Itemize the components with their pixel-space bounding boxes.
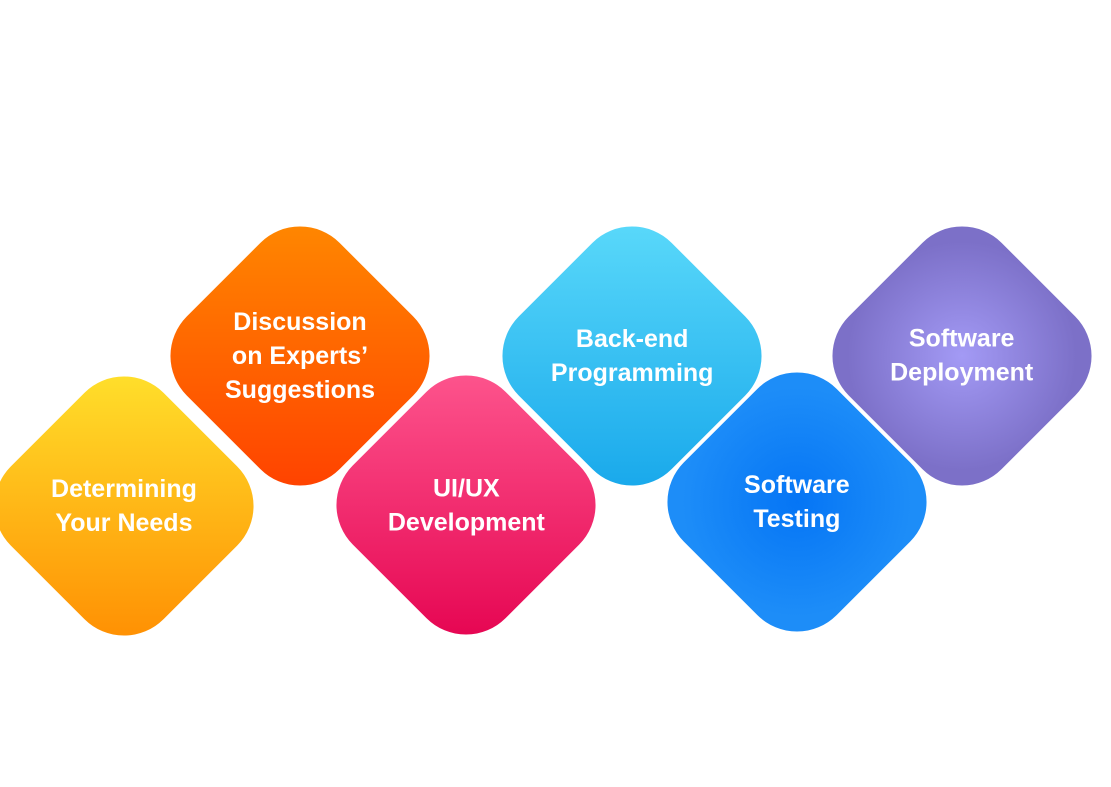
step-label-line: Discussion — [233, 307, 367, 336]
step-label-line: Software — [909, 325, 1015, 353]
step-label: Back-end Programming — [551, 322, 714, 390]
step-label-line: Suggestions — [224, 375, 376, 404]
step-label: Software Deployment — [890, 322, 1033, 390]
step-label-line: Deployment — [890, 359, 1034, 387]
step-label: Discussion on Experts’ Suggestions — [225, 305, 375, 407]
step-label-line: Your Needs — [55, 508, 193, 537]
step-label: Determining Your Needs — [51, 472, 197, 540]
step-label-line: Software — [744, 471, 850, 499]
step-label: UI/UX Development — [388, 471, 545, 539]
step-label-line: Programming — [550, 359, 714, 387]
step-label-line: UI/UX — [432, 473, 500, 502]
step-label-line: Back-end — [575, 325, 689, 353]
step-label-line: Development — [387, 507, 545, 536]
step-label-line: Testing — [753, 505, 841, 533]
step-label: Software Testing — [744, 468, 850, 536]
step-label-line: on Experts’ — [231, 341, 369, 370]
step-label-line: Determining — [51, 474, 197, 503]
